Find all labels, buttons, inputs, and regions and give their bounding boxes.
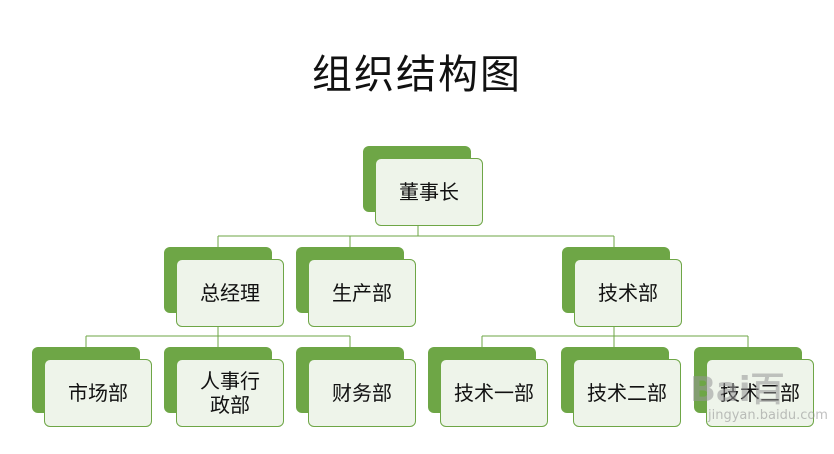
node-label: 技术二部 — [573, 359, 681, 427]
node-label: 财务部 — [308, 359, 416, 427]
node-label: 董事长 — [375, 158, 483, 226]
node-label: 生产部 — [308, 259, 416, 327]
diagram-title: 组织结构图 — [312, 52, 522, 98]
node-label: 技术一部 — [440, 359, 548, 427]
node-label: 技术三部 — [706, 359, 814, 427]
node-label: 人事行政部 — [176, 359, 284, 427]
node-label: 技术部 — [574, 259, 682, 327]
node-label: 总经理 — [176, 259, 284, 327]
node-label: 市场部 — [44, 359, 152, 427]
